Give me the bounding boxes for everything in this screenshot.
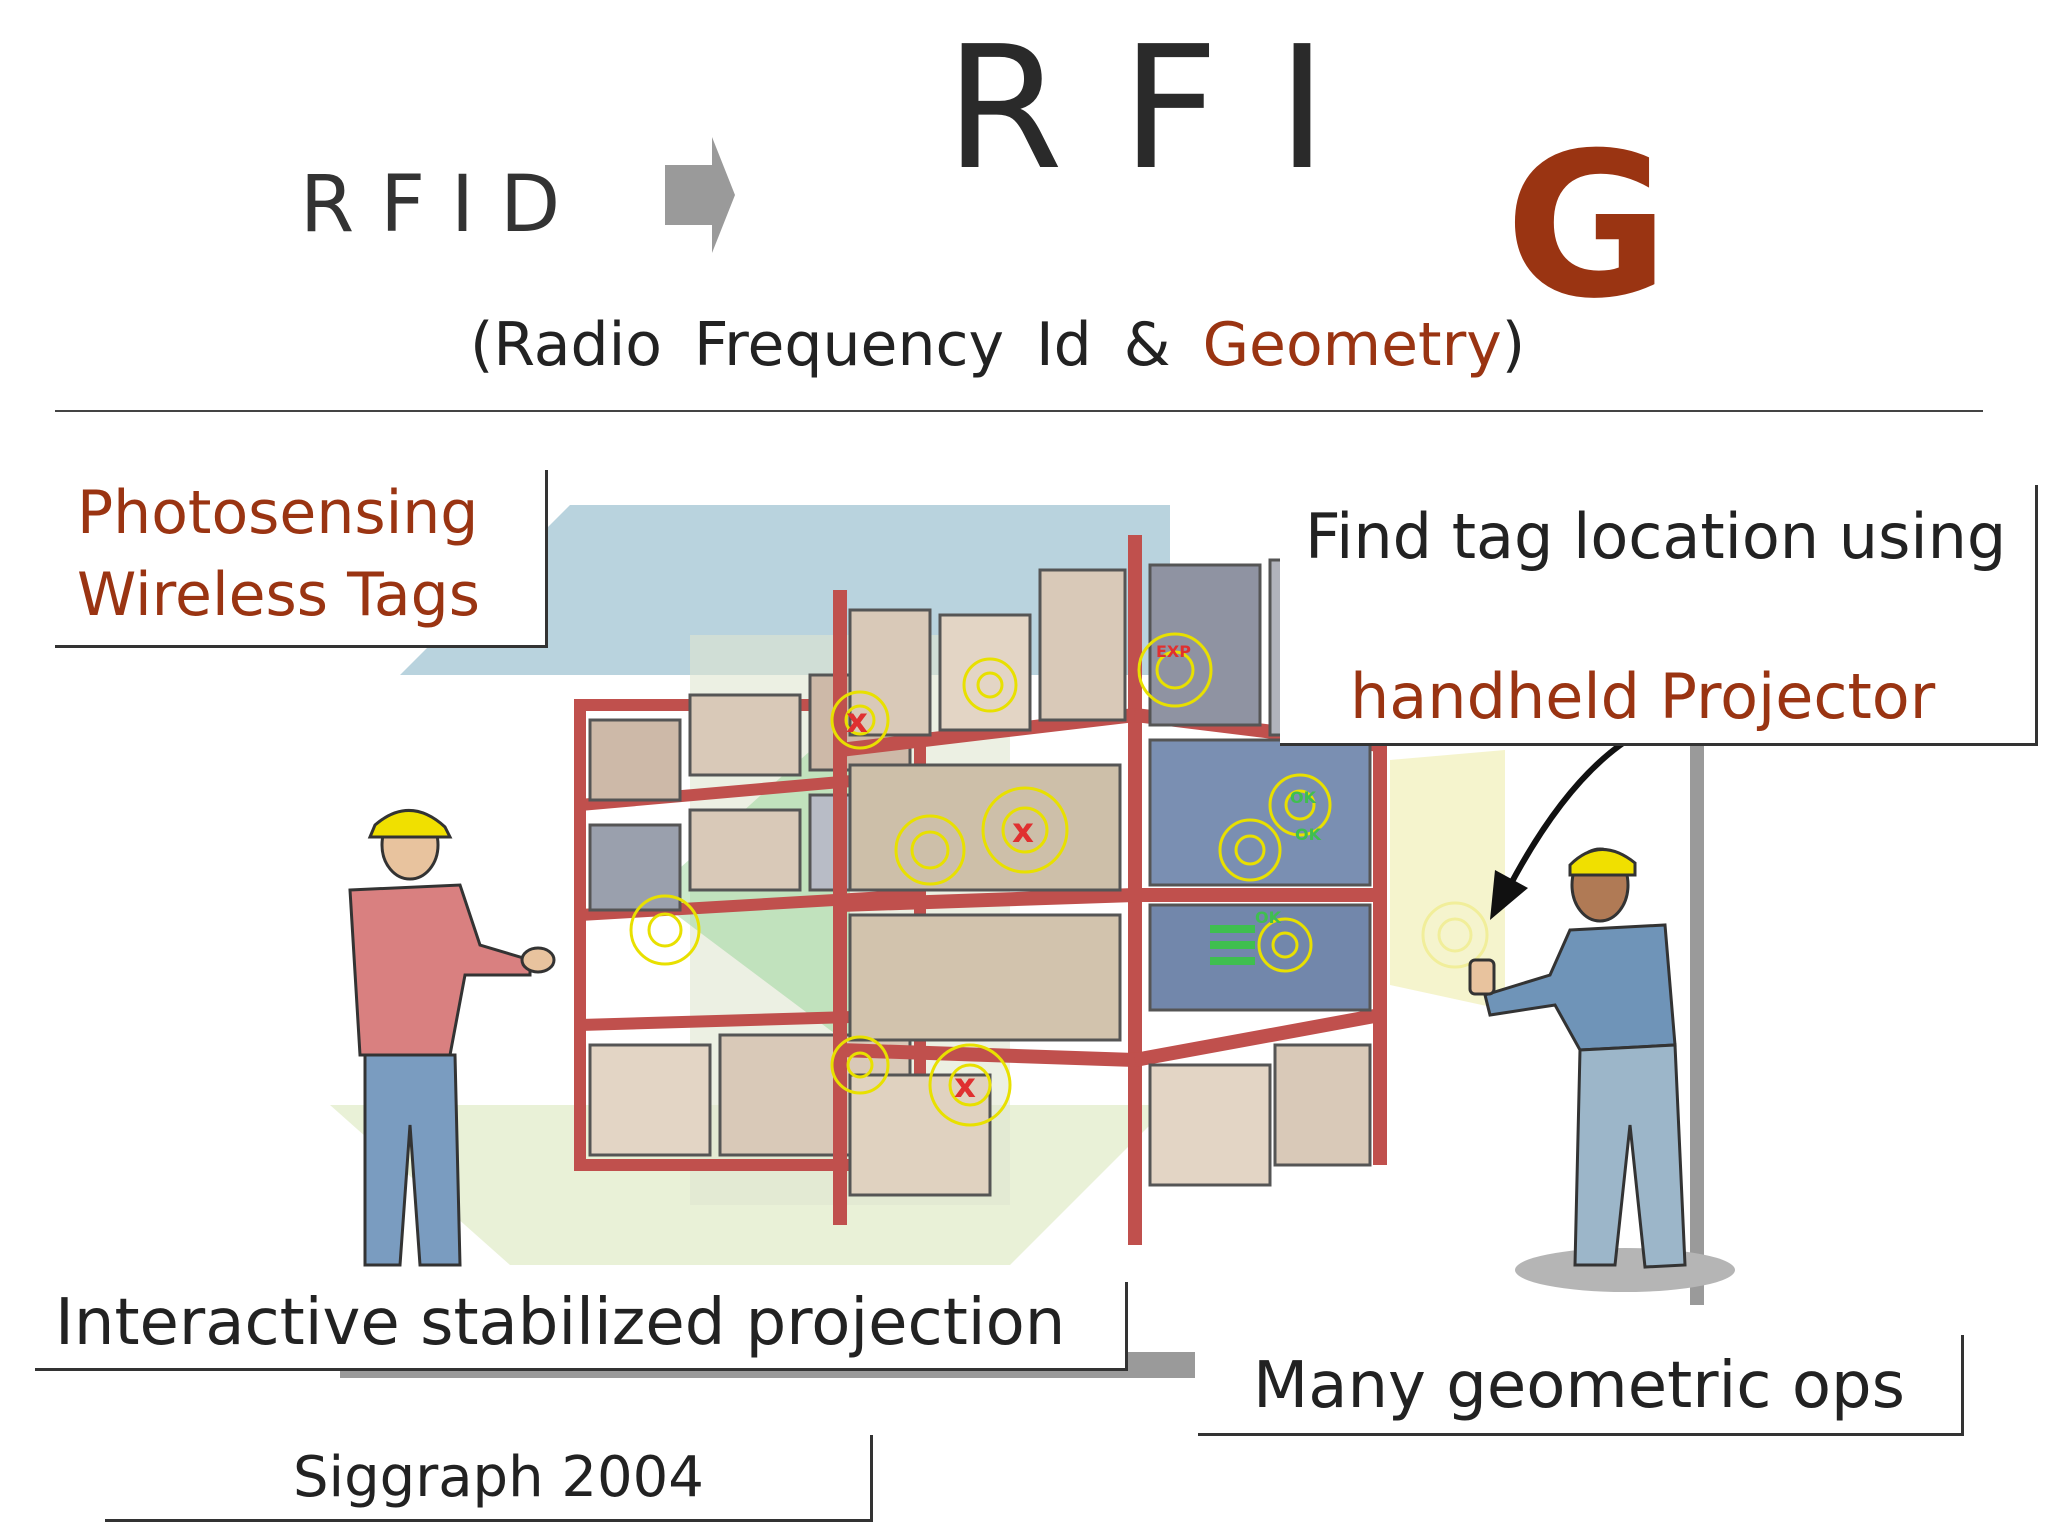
tag-label-ok-3: OK	[1290, 788, 1317, 807]
subtitle-amp: &	[1123, 310, 1171, 380]
siggraph-text: Siggraph 2004	[293, 1445, 704, 1510]
worker-right	[1468, 847, 1735, 1292]
title-g-letter: G	[1505, 110, 1670, 343]
divider-line	[55, 410, 1983, 412]
callout-interactive: Interactive stabilized projection	[35, 1282, 1128, 1371]
svg-text:x: x	[954, 1066, 976, 1106]
worker-left	[348, 809, 556, 1267]
subtitle-id: Id	[1035, 310, 1092, 380]
many-ops-text: Many geometric ops	[1253, 1349, 1905, 1423]
subtitle-radio: (Radio	[470, 310, 663, 380]
subtitle-frequency: Frequency	[694, 310, 1004, 380]
find-tag-line1: Find tag location using	[1305, 500, 2007, 573]
tag-label-ok-2: OK	[1255, 908, 1282, 927]
warehouse-illustration: x x x EXP OK OK OK	[330, 505, 1735, 1305]
callout-find-tag: Find tag location using handheld Project…	[1280, 485, 2038, 746]
photosensing-line2: Wireless Tags	[77, 560, 480, 630]
svg-text:x: x	[1012, 811, 1034, 851]
tag-label-exp: EXP	[1156, 642, 1191, 661]
callout-many-ops: Many geometric ops	[1198, 1335, 1964, 1436]
find-tag-line2: handheld Projector	[1350, 660, 1936, 733]
right-arrow-icon	[665, 137, 735, 253]
callout-siggraph: Siggraph 2004	[105, 1435, 873, 1522]
title-rfig: RFI	[945, 10, 1386, 208]
subtitle: (Radio Frequency Id&Geometry)	[470, 310, 1525, 380]
tag-markers: x x x EXP OK OK OK	[846, 642, 1322, 1106]
subtitle-close: )	[1501, 310, 1526, 380]
wall-post	[1690, 745, 1704, 1305]
tag-label-ok-1: OK	[1295, 825, 1322, 844]
interactive-text: Interactive stabilized projection	[55, 1286, 1066, 1360]
projector-beam	[1390, 750, 1505, 1010]
svg-text:x: x	[846, 701, 868, 741]
photosensing-line1: Photosensing	[77, 478, 479, 548]
callout-photosensing: Photosensing Wireless Tags	[55, 470, 548, 648]
subtitle-geometry: Geometry	[1202, 310, 1502, 380]
title-rfid: RFID	[300, 160, 587, 250]
